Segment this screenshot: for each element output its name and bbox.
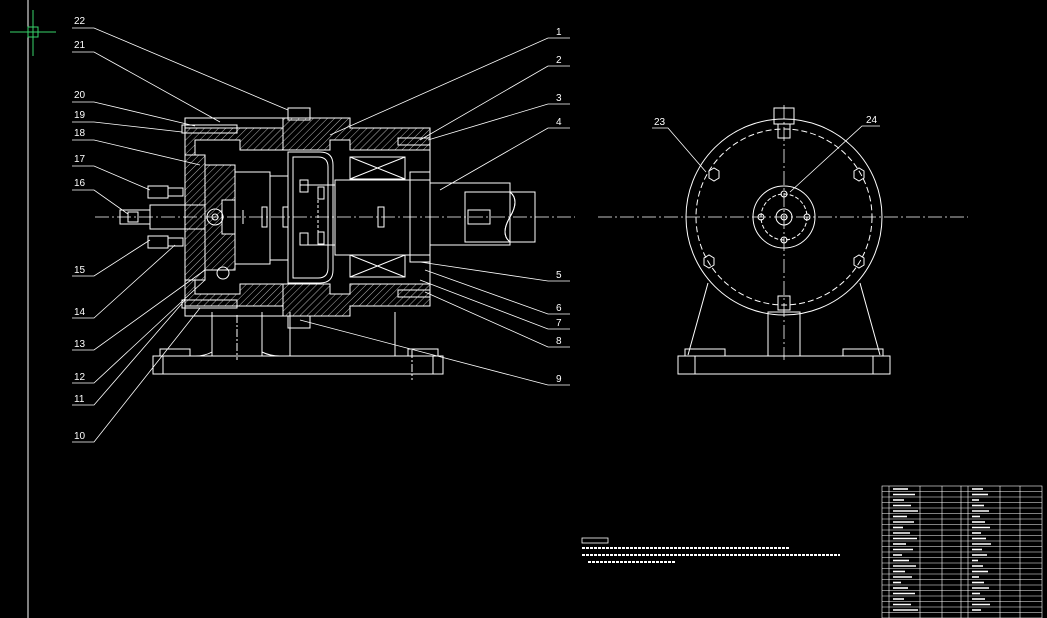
label-9: 9 xyxy=(556,374,562,385)
label-18: 18 xyxy=(74,128,86,139)
label-17: 17 xyxy=(74,154,86,165)
label-14: 14 xyxy=(74,307,86,318)
label-19: 19 xyxy=(74,110,86,121)
label-7: 7 xyxy=(556,318,562,329)
label-20: 20 xyxy=(74,90,86,101)
cursor-crosshair xyxy=(10,10,56,56)
label-23: 23 xyxy=(654,117,666,128)
leader-lines-left xyxy=(72,27,289,443)
label-16: 16 xyxy=(74,178,86,189)
label-1: 1 xyxy=(556,27,562,38)
label-8: 8 xyxy=(556,336,562,347)
side-view-leaders xyxy=(652,125,880,193)
label-6: 6 xyxy=(556,303,562,314)
label-15: 15 xyxy=(74,265,86,276)
label-2: 2 xyxy=(556,55,562,66)
label-5: 5 xyxy=(556,270,562,281)
label-3: 3 xyxy=(556,93,562,104)
label-24: 24 xyxy=(866,115,878,126)
label-4: 4 xyxy=(556,117,562,128)
label-21: 21 xyxy=(74,40,86,51)
label-10: 10 xyxy=(74,431,86,442)
technical-notes xyxy=(581,537,840,563)
label-22: 22 xyxy=(74,16,86,27)
label-11: 11 xyxy=(74,394,85,405)
section-view xyxy=(95,107,575,380)
label-12: 12 xyxy=(74,372,86,383)
label-group-side: 23 24 xyxy=(654,115,878,128)
side-view xyxy=(598,105,968,375)
label-13: 13 xyxy=(74,339,86,350)
label-group-left: 22 21 20 19 18 17 16 15 14 13 12 11 10 xyxy=(74,16,86,442)
parts-list-table xyxy=(881,485,1043,618)
leader-lines-right xyxy=(299,37,570,386)
label-group-right: 1 2 3 4 5 6 7 8 9 xyxy=(556,27,562,385)
